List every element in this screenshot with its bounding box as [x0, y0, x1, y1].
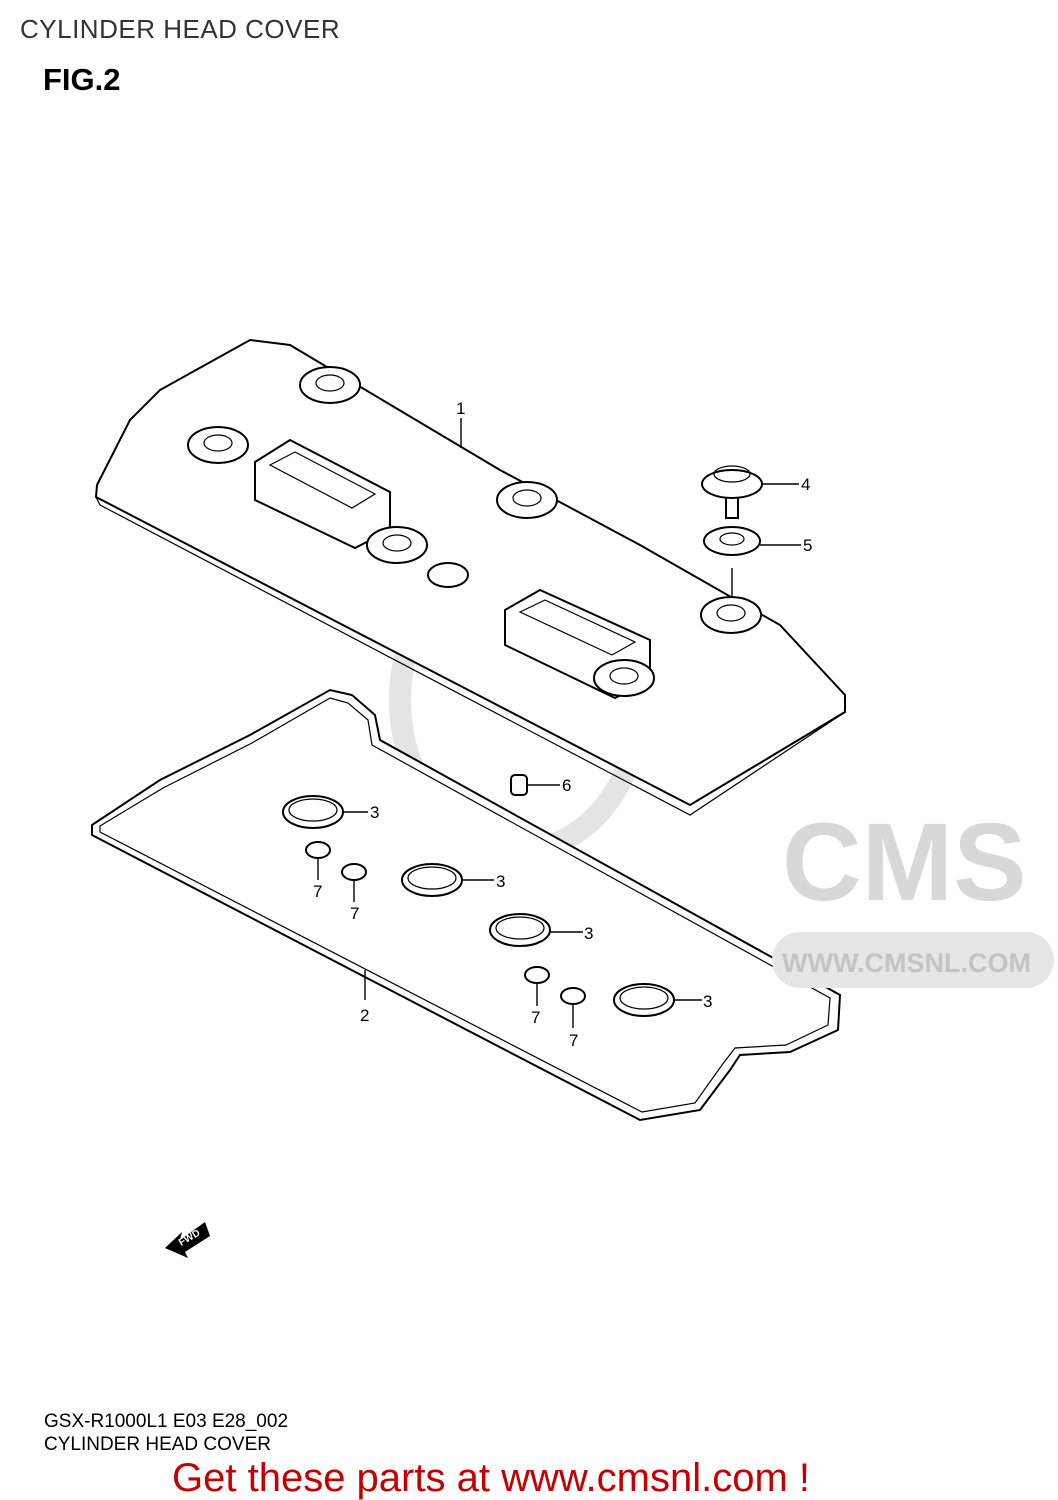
callout-6: 6 [562, 776, 571, 795]
diagram-caption: CYLINDER HEAD COVER [44, 1434, 271, 1455]
cylinder-head-cover [94, 338, 846, 816]
callout-1: 1 [456, 399, 465, 418]
callout-7: 7 [313, 882, 322, 901]
callout-7: 7 [569, 1031, 578, 1050]
promo-link[interactable]: Get these parts at www.cmsnl.com ! [172, 1456, 810, 1500]
leader-lines [317, 418, 801, 1028]
washer [703, 526, 761, 556]
watermark-logo-text: CMS [782, 801, 1026, 924]
bolt [701, 465, 763, 519]
callout-3: 3 [703, 992, 712, 1011]
diagram-title: CYLINDER HEAD COVER [20, 14, 341, 44]
callout-7: 7 [350, 904, 359, 923]
callout-5: 5 [803, 536, 812, 555]
figure-number: FIG.2 [43, 62, 121, 97]
callout-7: 7 [531, 1008, 540, 1027]
diagram-code: GSX-R1000L1 E03 E28_002 [44, 1411, 289, 1432]
cmsnl-watermark-logo: CMS WWW.CMSNL.COM [772, 801, 1054, 988]
callout-3: 3 [370, 803, 379, 822]
fwd-arrow-icon: FWD [165, 1222, 210, 1258]
callout-3: 3 [584, 924, 593, 943]
callout-3: 3 [496, 872, 505, 891]
callout-2: 2 [360, 1006, 369, 1025]
cover-bosses [187, 366, 762, 697]
dowel [510, 774, 528, 796]
watermark-url-text: WWW.CMSNL.COM [782, 948, 1031, 978]
callout-4: 4 [801, 475, 810, 494]
